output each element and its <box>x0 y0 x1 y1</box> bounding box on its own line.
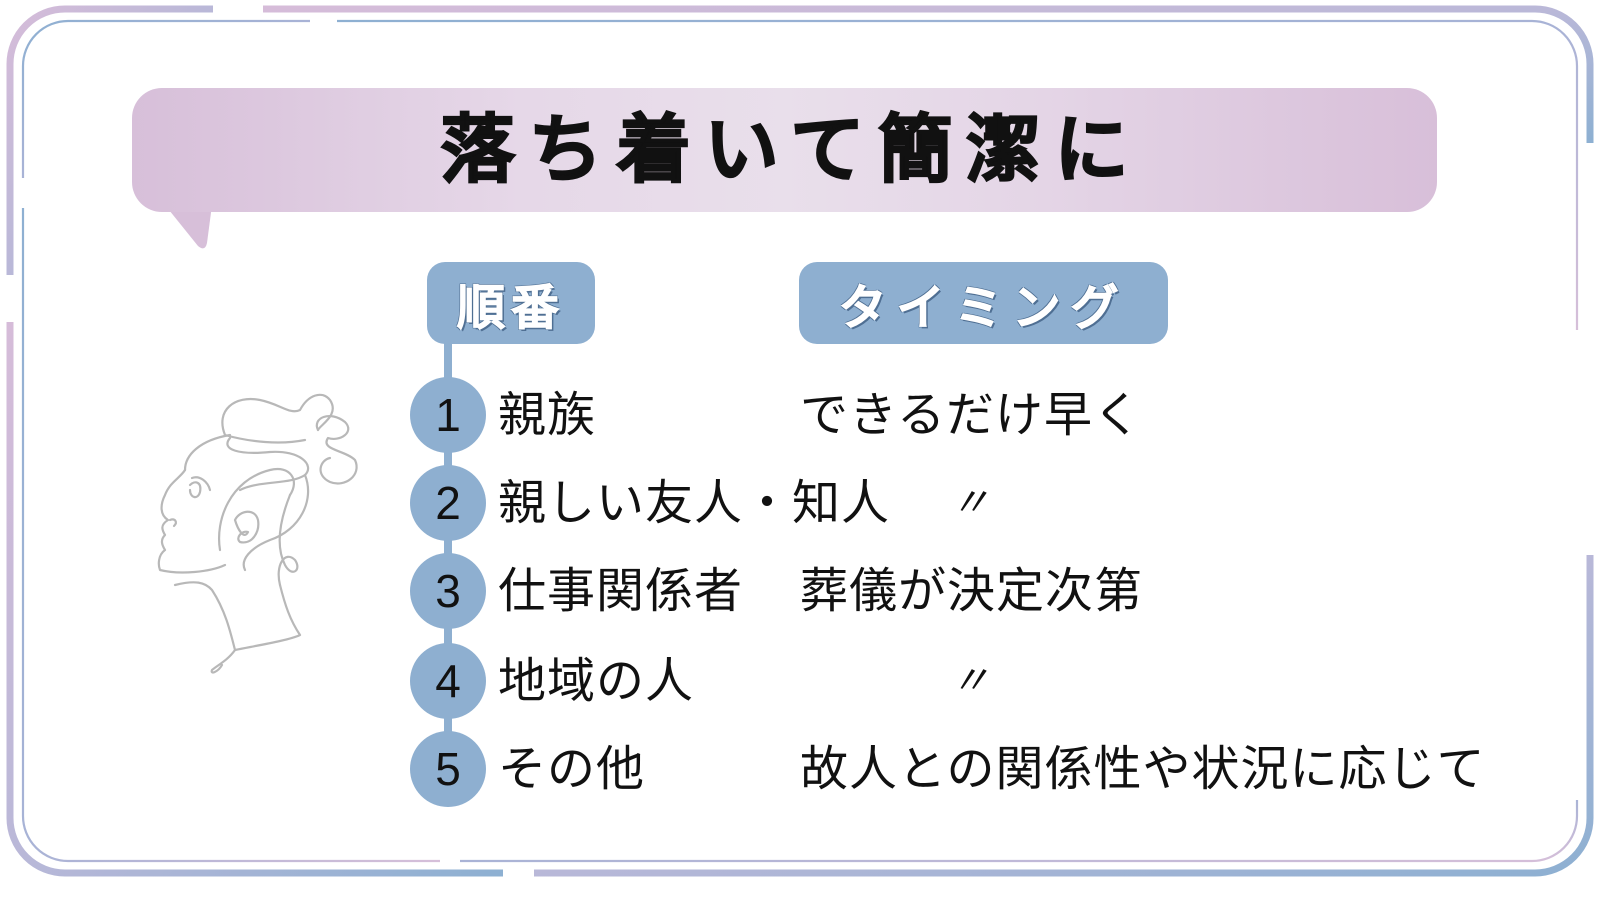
list-item: 4 地域の人 〃 <box>410 643 1470 719</box>
step-number: 3 <box>435 565 461 617</box>
woman-profile-line-art-icon <box>157 393 358 674</box>
contact-timing: できるだけ早く <box>800 387 1143 443</box>
contact-timing-ditto-mark: 〃 <box>950 480 991 526</box>
contact-timing: 故人との関係性や状況に応じて <box>800 741 1486 797</box>
page-title: 落ち着いて簡潔に <box>440 107 1143 193</box>
list-item: 3 仕事関係者 葬儀が決定次第 <box>410 553 1470 629</box>
timing-column-header: タイミング <box>799 262 1168 344</box>
step-number: 4 <box>435 655 461 707</box>
contact-group: その他 <box>498 741 646 797</box>
step-number-badge: 2 <box>410 465 486 541</box>
step-number-badge: 3 <box>410 553 486 629</box>
step-number-badge: 1 <box>410 377 486 453</box>
list-item: 1 親族 できるだけ早く <box>410 377 1470 453</box>
timing-header-label: タイミング <box>838 280 1129 337</box>
contact-timing-ditto-mark: 〃 <box>950 658 991 704</box>
list-item: 2 親しい友人・知人 〃 <box>410 465 1470 541</box>
order-header-label: 順番 <box>456 280 565 337</box>
title-speech-bubble: 落ち着いて簡潔に <box>132 88 1437 212</box>
step-number-badge: 4 <box>410 643 486 719</box>
contact-group: 仕事関係者 <box>498 563 744 619</box>
step-number: 1 <box>435 389 461 441</box>
order-column-header: 順番 <box>427 262 595 344</box>
contact-group: 地域の人 <box>498 653 695 709</box>
contact-group: 親族 <box>498 387 597 443</box>
list-item: 5 その他 故人との関係性や状況に応じて <box>410 731 1485 807</box>
contact-group: 親しい友人・知人 <box>498 475 891 531</box>
step-number: 5 <box>435 743 461 795</box>
step-number-badge: 5 <box>410 731 486 807</box>
contact-timing: 葬儀が決定次第 <box>800 563 1144 619</box>
step-number: 2 <box>435 477 461 529</box>
